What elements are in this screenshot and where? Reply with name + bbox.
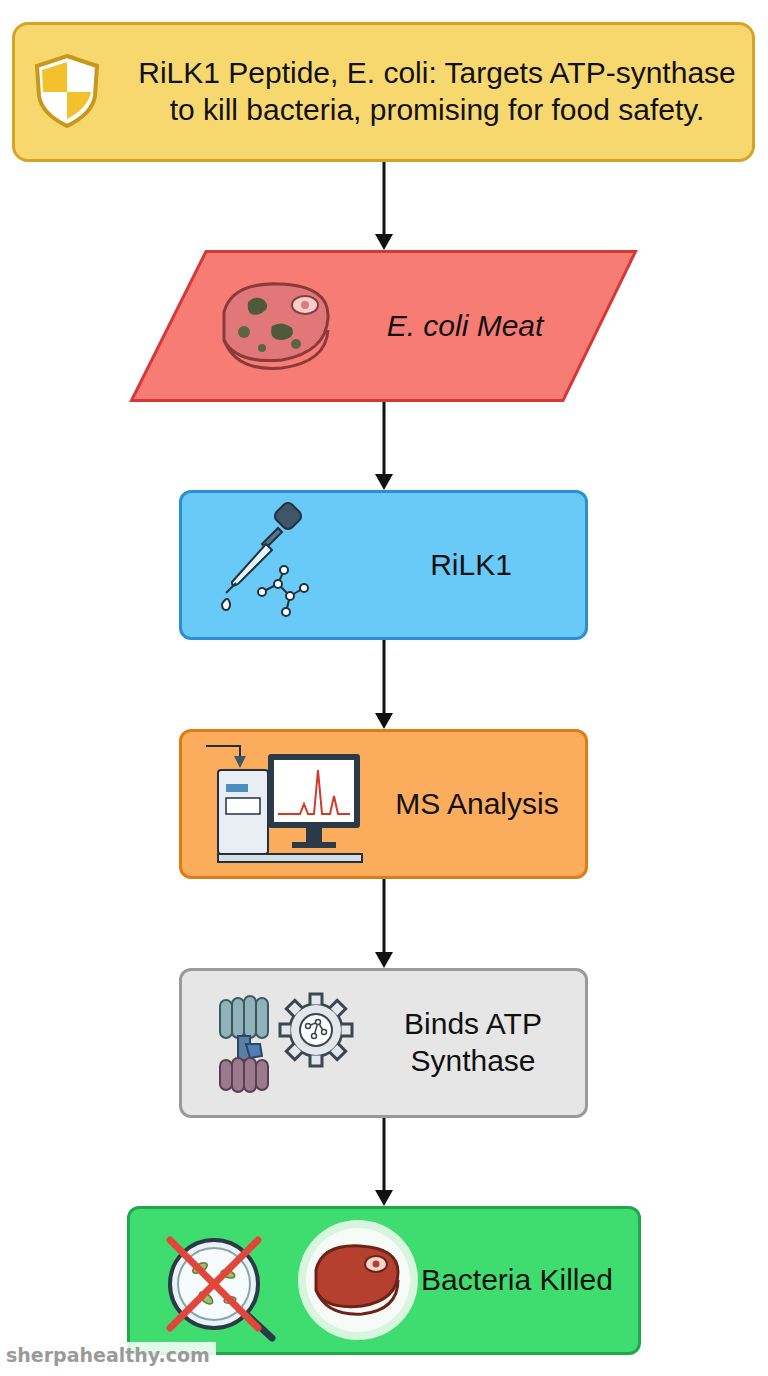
ms-instrument-icon: [206, 746, 362, 862]
watermark: sherpahealthy.com: [0, 1342, 216, 1368]
title-box: RiLK1 Peptide, E. coli: Targets ATP-synt…: [12, 22, 755, 162]
flow-arrow: [375, 640, 393, 729]
result-box: Bacteria Killed: [127, 1206, 641, 1355]
node-text: MS Analysis: [395, 786, 558, 823]
input-parallelogram: E. coli Meat: [130, 250, 637, 402]
node-text: RiLK1: [430, 547, 512, 584]
text-region: RiLK1 Peptide, E. coli: Targets ATP-synt…: [123, 25, 751, 159]
node-text: Binds ATP Synthase: [368, 1006, 578, 1079]
flow-arrow: [375, 879, 393, 968]
node-text: E. coli Meat: [387, 308, 544, 345]
bacteria-killed-icon: [170, 1220, 418, 1340]
flow-arrow: [375, 402, 393, 490]
meat-icon: [224, 284, 328, 369]
process-box: MS Analysis: [179, 729, 588, 879]
pipette-icon: [222, 500, 308, 616]
process-box: Binds ATP Synthase: [179, 968, 588, 1118]
node-text: Bacteria Killed: [421, 1262, 613, 1299]
text-region: MS Analysis: [372, 732, 582, 876]
flow-arrow: [375, 1118, 393, 1206]
atp-synthase-icon: [220, 994, 352, 1092]
flow-arrow: [375, 162, 393, 250]
text-region: RiLK1: [362, 493, 580, 637]
text-region: Bacteria Killed: [412, 1209, 622, 1352]
text-region: E. coli Meat: [350, 250, 580, 402]
node-text: RiLK1 Peptide, E. coli: Targets ATP-synt…: [123, 55, 751, 128]
parallelogram-outline: [130, 250, 637, 402]
text-region: Binds ATP Synthase: [368, 971, 578, 1115]
process-box: RiLK1: [179, 490, 588, 640]
shield-icon: [37, 56, 97, 126]
